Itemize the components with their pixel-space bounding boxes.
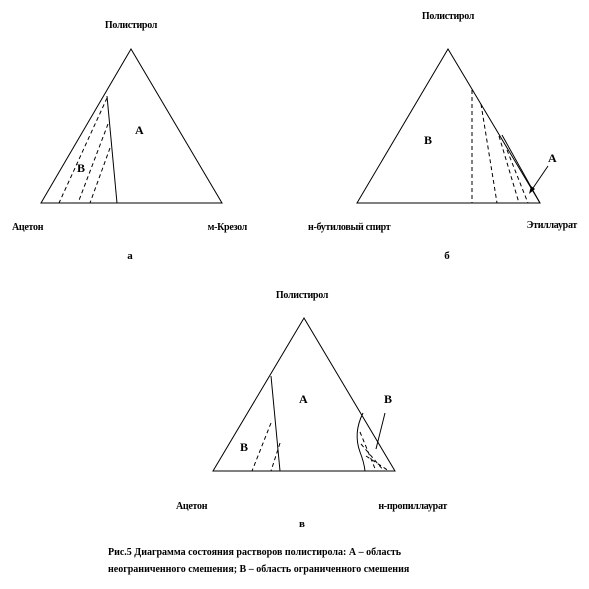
- diagram-a: Полистирол Ацетон м-Крезол А В а: [12, 20, 248, 262]
- diagram-c-region-b-left: В: [240, 440, 248, 454]
- diagram-b-binodal: [501, 134, 541, 204]
- diagram-c-right-label: н-пропиллаурат: [378, 501, 447, 512]
- diagram-c-tieline-right-2: [360, 443, 385, 472]
- diagram-b: Полистирол н-бутиловый спирт Этиллаурат …: [308, 11, 578, 262]
- diagram-c-binodal-right: [356, 412, 366, 472]
- diagram-c-sublabel: в: [299, 518, 305, 530]
- diagram-a-tieline-2: [77, 123, 109, 204]
- caption-line-2: неограниченного смешения; В – область ог…: [108, 564, 410, 575]
- diagram-b-pointer: [530, 165, 549, 192]
- diagram-b-tieline-4: [506, 149, 529, 204]
- diagram-b-sublabel: б: [444, 250, 450, 262]
- diagram-c-tieline-right-3: [365, 455, 390, 472]
- diagram-b-right-label: Этиллаурат: [527, 220, 578, 231]
- diagram-b-tieline-2: [480, 103, 498, 204]
- diagram-c-tieline-left-2: [270, 442, 281, 472]
- diagram-c: Полистирол Ацетон н-пропиллаурат А В В в: [176, 290, 448, 530]
- diagram-b-pointer-head: [529, 186, 535, 194]
- diagram-a-tieline-1: [58, 97, 108, 204]
- diagram-c-binodal-left: [270, 375, 281, 472]
- diagram-b-triangle: [356, 48, 541, 204]
- diagram-c-tieline-left-1: [251, 422, 272, 472]
- diagram-a-sublabel: а: [127, 250, 133, 262]
- diagram-c-region-b-right: В: [384, 392, 392, 406]
- diagram-a-right-label: м-Крезол: [208, 222, 248, 233]
- diagram-b-region-b: В: [424, 133, 432, 147]
- diagram-a-region-b: В: [77, 161, 85, 175]
- diagram-b-region-a: А: [548, 151, 557, 165]
- diagram-a-region-a: А: [135, 123, 144, 137]
- diagram-a-binodal: [106, 95, 118, 204]
- diagram-b-tieline-3: [498, 135, 520, 204]
- diagram-a-apex-label: Полистирол: [105, 20, 158, 31]
- diagram-c-triangle: [212, 317, 396, 472]
- diagram-b-apex-label: Полистирол: [422, 11, 475, 22]
- diagram-b-left-label: н-бутиловый спирт: [308, 222, 391, 233]
- diagram-c-region-a: А: [299, 392, 308, 406]
- diagram-c-pointer: [375, 412, 386, 450]
- diagram-a-triangle: [40, 48, 223, 204]
- diagram-c-left-label: Ацетон: [176, 501, 208, 512]
- diagram-a-tieline-3: [89, 147, 111, 204]
- figure-caption: Рис.5 Диаграмма состояния растворов поли…: [108, 547, 410, 575]
- diagram-c-apex-label: Полистирол: [276, 290, 329, 301]
- diagram-a-left-label: Ацетон: [12, 222, 44, 233]
- caption-line-1: Рис.5 Диаграмма состояния растворов поли…: [108, 547, 402, 558]
